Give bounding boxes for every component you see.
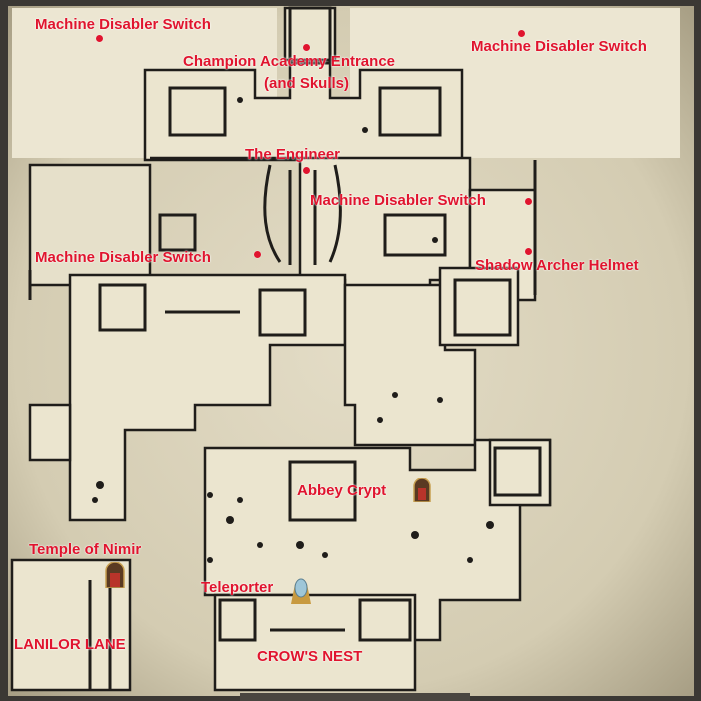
label-crows-nest: CROW'S NEST: [257, 648, 363, 665]
label-teleporter: Teleporter: [201, 579, 274, 596]
rubble: [92, 97, 494, 563]
marker-machine-switch-ne[interactable]: [518, 30, 525, 37]
label-machine-switch-nw: Machine Disabler Switch: [35, 16, 211, 33]
label-lanilor-lane: LANILOR LANE: [14, 636, 126, 653]
marker-champion-academy[interactable]: [303, 44, 310, 51]
label-temple-nimir: Temple of Nimir: [29, 541, 142, 558]
label-machine-switch-e: Machine Disabler Switch: [310, 192, 486, 209]
door-icon[interactable]: [412, 478, 432, 502]
bottom-toolbar: [240, 693, 470, 701]
label-engineer: The Engineer: [245, 146, 341, 163]
marker-machine-switch-nw[interactable]: [96, 35, 103, 42]
label-shadow-archer: Shadow Archer Helmet: [475, 257, 639, 274]
label-abbey-crypt: Abbey Crypt: [297, 482, 387, 499]
floor-areas: [10, 6, 680, 692]
label-champion-academy: Champion Academy Entrance: [183, 53, 395, 70]
marker-shadow-archer[interactable]: [525, 248, 532, 255]
marker-machine-switch-e[interactable]: [525, 198, 532, 205]
interior-walls: [28, 6, 542, 690]
teleporter-icon[interactable]: [289, 576, 313, 604]
label-machine-switch-w: Machine Disabler Switch: [35, 249, 211, 266]
label-champion-academy-sub: (and Skulls): [264, 75, 350, 92]
door-icon[interactable]: [104, 562, 126, 588]
marker-machine-switch-w[interactable]: [254, 251, 261, 258]
label-machine-switch-ne: Machine Disabler Switch: [471, 38, 647, 55]
marker-engineer[interactable]: [303, 167, 310, 174]
